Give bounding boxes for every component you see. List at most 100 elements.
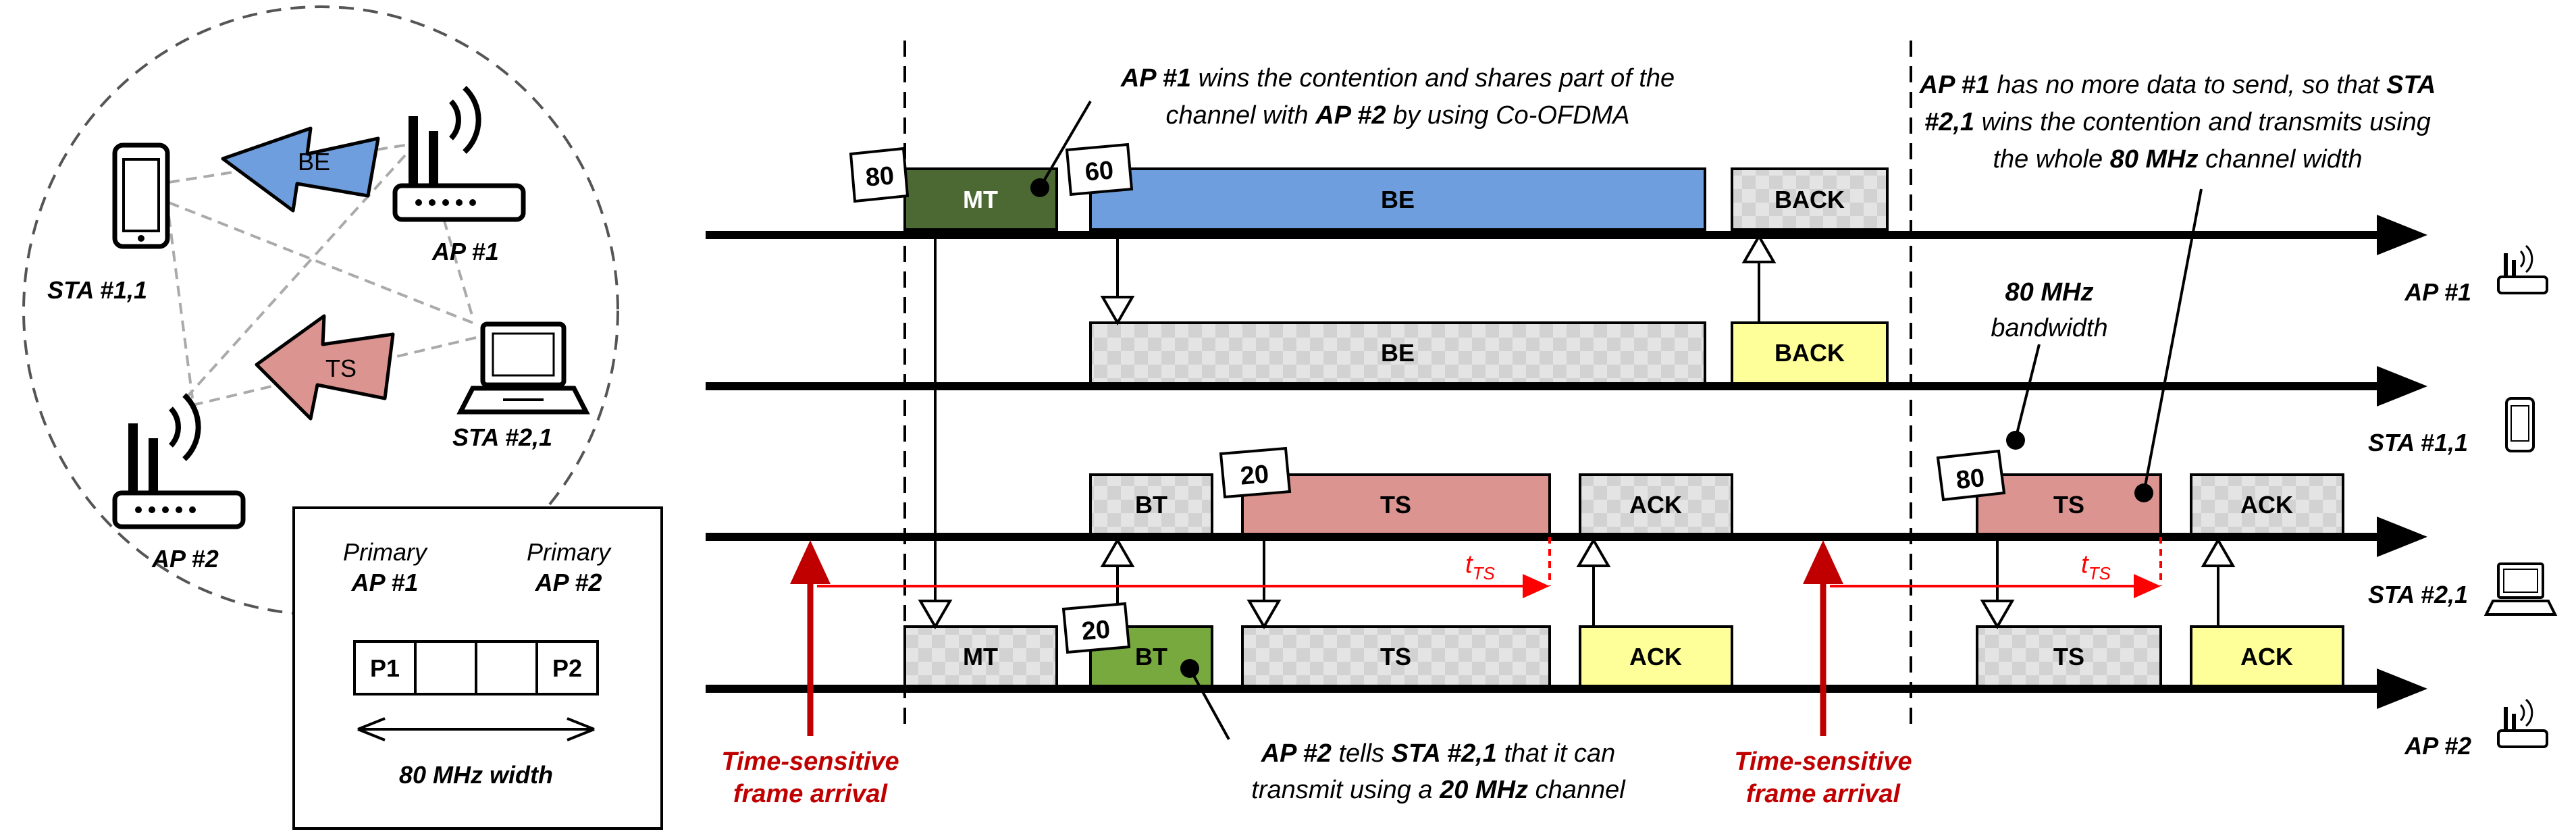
annotation-text: that it can (1497, 739, 1615, 768)
frame-label: ACK (1629, 491, 1682, 519)
annotation-text: wins the contention and transmits using (1974, 108, 2431, 136)
annotation-text: wins the contention and shares part of t… (1191, 64, 1675, 93)
timer-label: tTS (2081, 550, 2111, 583)
arrival-label: frame arrival (733, 780, 889, 808)
annotation-text: channel with (1165, 101, 1315, 130)
annotation-text: bandwidth (1991, 314, 2107, 342)
router-icon (112, 393, 246, 529)
frame-be-ap1: BE (1089, 167, 1706, 231)
frame-label: BT (1135, 491, 1167, 519)
annotation-text: AP #2 (1261, 739, 1332, 768)
tag-label: 80 (864, 161, 895, 192)
annotation-text: by using Co-OFDMA (1386, 101, 1629, 130)
row-label-sta11: STA #1,1 (2368, 429, 2468, 456)
frame-label: MT (963, 186, 998, 213)
be-arrow-label: BE (298, 148, 330, 176)
ts-timer: tTS (1830, 537, 2162, 598)
frame-ack-ap2: ACK (1579, 625, 1733, 687)
channel-cell-p1: P1 (370, 654, 400, 682)
frame-label: BT (1135, 643, 1167, 671)
frame-mt-ap1: MT (903, 167, 1058, 231)
time-axis (706, 517, 2427, 557)
annotation-text: 80 MHz (2005, 278, 2094, 307)
annotation-text: has no more data to send, so that (1990, 71, 2386, 99)
bandwidth-tag-20: 20 (1219, 446, 1292, 499)
annotation-co-ofdma: AP #1 wins the contention and shares par… (1030, 64, 1675, 197)
frame-ts-sta21: TS (1241, 473, 1551, 535)
primary-ap1-name: AP #1 (351, 569, 419, 596)
device-label-ap1: AP #1 (431, 238, 499, 265)
ts-arrival-marker: Time-sensitive frame arrival (721, 540, 899, 808)
annotation-text: the whole (1993, 145, 2109, 174)
annotation-80mhz: 80 MHz bandwidth (1991, 278, 2108, 450)
channel-width-label: 80 MHz width (399, 761, 553, 789)
frame-label: TS (1380, 491, 1411, 519)
arrival-label: Time-sensitive (721, 747, 899, 776)
annotation-text: 80 MHz (2110, 145, 2199, 174)
annotation-text: channel width (2199, 145, 2363, 174)
bandwidth-tag-80: 80 (1936, 449, 2006, 502)
primary-ap2-name: AP #2 (535, 569, 602, 596)
frame-label: BACK (1775, 339, 1845, 367)
frame-label: BE (1381, 186, 1415, 213)
svg-text:the whole 80 MHz channel width: the whole 80 MHz channel width (1993, 145, 2362, 174)
row-label-ap1: AP #1 (2404, 278, 2471, 306)
svg-text:transmit using a 20 MHz channe: transmit using a 20 MHz channel (1251, 776, 1626, 804)
time-axis (706, 366, 2427, 406)
device-label-ap2: AP #2 (151, 545, 219, 573)
frame-ack-sta21: ACK (1579, 473, 1733, 535)
frame-label: TS (2053, 643, 2084, 671)
annotation-text: STA #2,1 (1392, 739, 1497, 768)
annotation-text: STA (2386, 71, 2436, 99)
frame-ack-sta21-2: ACK (2190, 473, 2344, 535)
tag-label: 80 (1955, 464, 1986, 495)
ts-arrow-label: TS (325, 355, 357, 382)
annotation-full-bandwidth: AP #1 has no more data to send, so that … (1919, 71, 2436, 502)
frame-ts-ap2-2: TS (1976, 625, 2162, 687)
frame-be-sta11: BE (1089, 321, 1706, 385)
laptop-icon (456, 321, 590, 415)
ts-arrival-marker: Time-sensitive frame arrival (1734, 540, 1912, 808)
row-label-ap2: AP #2 (2404, 732, 2471, 760)
ts-timer: tTS (817, 537, 1551, 598)
primary-ap2-title: Primary (527, 538, 612, 566)
annotation-text: transmit using a (1251, 776, 1440, 804)
topology-panel: STA #1,1 AP #1 STA #2,1 (22, 5, 663, 830)
bandwidth-tag-60: 60 (1065, 142, 1134, 196)
frame-label: ACK (2240, 491, 2293, 519)
tag-label: 20 (1080, 615, 1111, 646)
router-icon (2497, 244, 2548, 294)
frame-ack-ap2-2: ACK (2190, 625, 2344, 687)
frame-mt-ap2: MT (903, 625, 1058, 687)
svg-text:channel with AP #2 by using Co: channel with AP #2 by using Co-OFDMA (1165, 101, 1629, 130)
arrival-label: frame arrival (1746, 780, 1901, 808)
router-icon (392, 86, 526, 222)
primary-ap1-title: Primary (343, 538, 428, 566)
tag-label: 60 (1084, 156, 1115, 187)
phone-icon (2505, 397, 2535, 452)
frame-label: MT (963, 643, 998, 671)
laptop-icon (2483, 562, 2558, 616)
frame-label: TS (2053, 491, 2084, 519)
frame-label: BE (1381, 339, 1415, 367)
device-label-sta11: STA #1,1 (47, 276, 147, 304)
annotation-text: 20 MHz (1439, 776, 1528, 804)
annotation-text: AP #2 (1315, 101, 1386, 130)
frame-back-sta11: BACK (1731, 321, 1889, 385)
svg-text:AP #1 wins the contention and: AP #1 wins the contention and shares par… (1120, 64, 1675, 93)
device-label-sta21: STA #2,1 (452, 423, 552, 451)
annotation-text: #2,1 (1924, 108, 1974, 136)
svg-text:AP #2 tells STA #2,1 that it c: AP #2 tells STA #2,1 that it can (1261, 739, 1616, 768)
annotation-text: AP #1 (1120, 64, 1191, 93)
router-icon (2497, 698, 2548, 748)
annotation-text: channel (1528, 776, 1626, 804)
row-label-sta21: STA #2,1 (2368, 581, 2468, 608)
tag-label: 20 (1239, 460, 1270, 491)
arrival-label: Time-sensitive (1734, 747, 1912, 776)
channel-allocation-box: Primary AP #1 Primary AP #2 P1 P2 80 MHz… (292, 506, 663, 830)
time-axis (706, 215, 2427, 255)
time-axis (706, 668, 2427, 709)
frame-label: ACK (2240, 643, 2293, 671)
svg-text:#2,1 wins the contention and t: #2,1 wins the contention and transmits u… (1924, 108, 2431, 136)
